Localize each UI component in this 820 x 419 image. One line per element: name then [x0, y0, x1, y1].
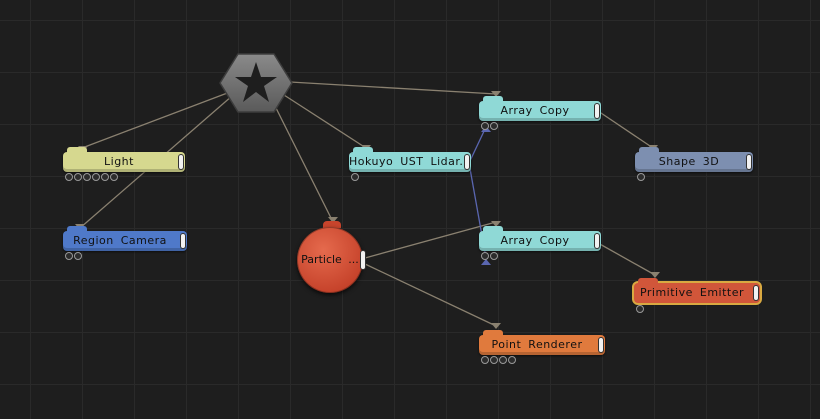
node-label: Hokuyo UST Lidar...	[349, 155, 472, 168]
root-gear-star-icon[interactable]	[218, 50, 294, 116]
node-endcap[interactable]	[595, 104, 599, 118]
array-copy-1-input-arrow	[491, 91, 501, 97]
node-endcap[interactable]	[465, 155, 469, 169]
wire-root-light	[81, 91, 231, 149]
port-icon[interactable]	[490, 122, 498, 130]
array-copy-2-input-arrow	[491, 221, 501, 227]
link-hokuyo-array-copy-1	[468, 126, 487, 164]
node-light[interactable]: Light	[63, 147, 185, 181]
particle-endcap[interactable]	[361, 251, 365, 269]
node-point-renderer[interactable]: Point Renderer	[479, 330, 605, 364]
node-tab	[638, 278, 658, 285]
wire-particle-point-renderer	[364, 263, 497, 327]
node-label: Shape 3D	[658, 155, 720, 168]
wire-array-copy-shape3d	[597, 110, 654, 149]
port-icon[interactable]	[101, 173, 109, 181]
port-icon[interactable]	[508, 356, 516, 364]
wire-particle-array-copy-2	[364, 221, 497, 259]
node-endcap[interactable]	[595, 234, 599, 248]
port-icon[interactable]	[92, 173, 100, 181]
port-icon[interactable]	[351, 173, 359, 181]
node-label: Primitive Emitter	[639, 286, 745, 299]
node-label: Array Copy	[500, 104, 570, 117]
node-label: Light	[104, 155, 134, 168]
node-array-copy-1[interactable]: Array Copy	[479, 96, 601, 130]
node-label: Point Renderer	[491, 338, 583, 351]
wire-array-copy-primitive	[597, 242, 656, 276]
node-ports	[636, 305, 644, 314]
port-icon[interactable]	[65, 252, 73, 260]
node-region-camera[interactable]: Region Camera	[63, 226, 187, 260]
particle-tab	[323, 221, 341, 228]
node-hokuyo-ust-lidar[interactable]: Hokuyo UST Lidar...	[349, 147, 472, 181]
node-ports	[481, 356, 516, 365]
node-endcap[interactable]	[179, 155, 183, 169]
node-primitive-emitter[interactable]: Primitive Emitter	[634, 278, 760, 313]
port-icon[interactable]	[481, 122, 489, 130]
node-tab	[353, 147, 373, 154]
node-array-copy-2[interactable]: Array Copy	[479, 226, 601, 260]
node-ports	[65, 252, 82, 261]
node-ports	[481, 252, 498, 261]
node-tab	[483, 96, 503, 103]
wire-root-array-copy-1	[289, 81, 497, 95]
port-icon[interactable]	[481, 356, 489, 364]
node-ports	[637, 173, 645, 182]
port-icon[interactable]	[490, 252, 498, 260]
port-icon[interactable]	[490, 356, 498, 364]
node-ports	[481, 122, 498, 131]
node-endcap[interactable]	[181, 234, 185, 248]
node-tab	[67, 147, 87, 154]
node-particle[interactable]: Particle ...	[297, 227, 363, 293]
port-icon[interactable]	[65, 173, 73, 181]
port-icon[interactable]	[74, 252, 82, 260]
port-icon[interactable]	[83, 173, 91, 181]
node-tab	[67, 226, 87, 233]
port-icon[interactable]	[637, 173, 645, 181]
port-icon[interactable]	[636, 305, 644, 313]
node-tab	[483, 330, 503, 337]
node-label: Region Camera	[73, 234, 167, 247]
wire-root-particle	[273, 103, 334, 223]
port-icon[interactable]	[74, 173, 82, 181]
port-icon[interactable]	[110, 173, 118, 181]
node-label: Particle ...	[301, 253, 359, 266]
node-tab	[639, 147, 659, 154]
node-tab	[483, 226, 503, 233]
wire-root-hokuyo	[283, 94, 367, 149]
port-icon[interactable]	[481, 252, 489, 260]
point-renderer-input-arrow	[491, 323, 501, 329]
node-endcap[interactable]	[754, 286, 758, 300]
node-shape-3d[interactable]: Shape 3D	[635, 147, 753, 181]
primitive-emitter-input-arrow	[650, 272, 660, 278]
particle-input-arrow	[328, 217, 338, 223]
port-icon[interactable]	[499, 356, 507, 364]
node-ports	[65, 173, 118, 182]
node-label: Array Copy	[500, 234, 570, 247]
node-ports	[351, 173, 359, 182]
node-endcap[interactable]	[599, 338, 603, 352]
node-endcap[interactable]	[747, 155, 751, 169]
